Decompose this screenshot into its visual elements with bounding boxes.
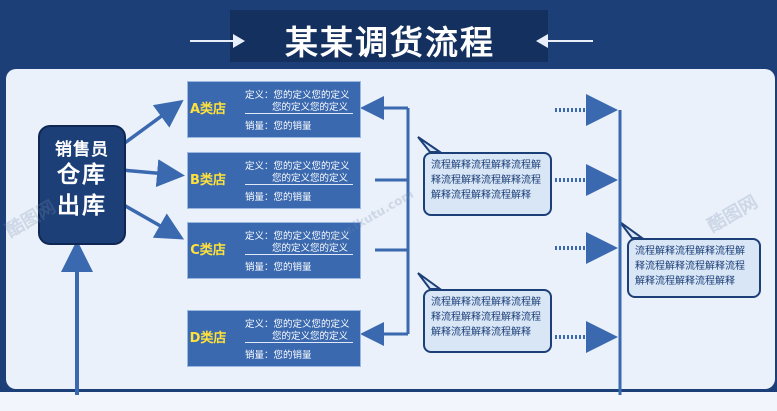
store-definition-line2: 您的定义您的定义: [272, 173, 349, 184]
process-note-line: 流程解释流程解释流程解: [431, 297, 541, 308]
store-definition-line1: 定义：您的定义您的定义: [245, 231, 350, 242]
salesperson-label: 销售员: [55, 140, 109, 160]
warehouse-label: 仓库: [57, 162, 107, 188]
process-note-line: 解释流程解释流程解释: [431, 327, 531, 338]
process-note-line: 释流程解释流程解释流程: [635, 261, 745, 272]
arrow-to-store-a: [120, 99, 184, 147]
store-divider: [245, 184, 353, 185]
process-note-bubble-1: 流程解释流程解释流程解 释流程解释流程解释流程 解释流程解释流程解释: [423, 152, 552, 216]
bubble-tail-2: [417, 272, 444, 290]
store-name: C类店: [190, 243, 226, 258]
store-definition-line1: 定义：您的定义您的定义: [245, 161, 350, 172]
title-background: [230, 10, 548, 62]
bubble-tail-3: [619, 221, 646, 239]
store-b-box: B类店 定义：您的定义您的定义 您的定义您的定义 销量：您的销量: [187, 152, 361, 209]
title-line-right: [548, 40, 593, 42]
process-note-bubble-3: 流程解释流程解释流程解 释流程解释流程解释流程 解释流程解释流程解释: [627, 238, 761, 298]
title-banner: 某某调货流程: [0, 10, 777, 62]
store-definition-line2: 您的定义您的定义: [272, 243, 349, 254]
store-sales: 销量：您的销量: [245, 192, 312, 203]
process-note-line: 解释流程解释流程解释: [431, 190, 531, 201]
outbound-label: 出库: [57, 193, 107, 219]
diagram-panel: [6, 69, 775, 389]
store-definition-line2: 您的定义您的定义: [272, 102, 349, 113]
store-sales: 销量：您的销量: [245, 121, 312, 132]
arrow-to-store-b: [121, 159, 185, 188]
bottom-strip: [0, 392, 777, 411]
store-definition-line2: 您的定义您的定义: [272, 331, 349, 342]
process-note-line: 解释流程解释流程解释: [635, 276, 735, 287]
process-note-bubble-2: 流程解释流程解释流程解 释流程解释流程解释流程 解释流程解释流程解释: [423, 289, 552, 353]
arrow-to-store-c: [121, 202, 185, 240]
store-d-box: D类店 定义：您的定义您的定义 您的定义您的定义 销量：您的销量: [187, 310, 361, 367]
store-name: A类店: [189, 102, 227, 117]
store-definition-line1: 定义：您的定义您的定义: [245, 90, 350, 101]
process-note-line: 释流程解释流程解释流程: [431, 312, 541, 323]
salesperson-warehouse-box: 销售员 仓库 出库: [38, 125, 126, 245]
title-arrow-right-icon: [536, 34, 548, 48]
bubble-tail-1: [417, 136, 444, 153]
process-note-line: 流程解释流程解释流程解: [635, 246, 745, 257]
store-a-box: A类店 定义：您的定义您的定义 您的定义您的定义 销量：您的销量: [187, 81, 361, 138]
process-note-line: 流程解释流程解释流程解: [431, 160, 541, 171]
store-divider: [245, 342, 353, 343]
title-line-left: [190, 40, 235, 42]
store-definition-line1: 定义：您的定义您的定义: [245, 319, 350, 330]
process-note-line: 释流程解释流程解释流程: [431, 175, 541, 186]
title-arrow-left-icon: [233, 34, 245, 48]
store-divider: [245, 113, 353, 114]
store-name: B类店: [190, 173, 226, 188]
page-title: 某某调货流程: [285, 23, 495, 62]
store-sales: 销量：您的销量: [245, 262, 312, 273]
store-name: D类店: [189, 331, 227, 346]
store-divider: [245, 254, 353, 255]
store-sales: 销量：您的销量: [245, 350, 312, 361]
store-c-box: C类店 定义：您的定义您的定义 您的定义您的定义 销量：您的销量: [187, 222, 361, 279]
